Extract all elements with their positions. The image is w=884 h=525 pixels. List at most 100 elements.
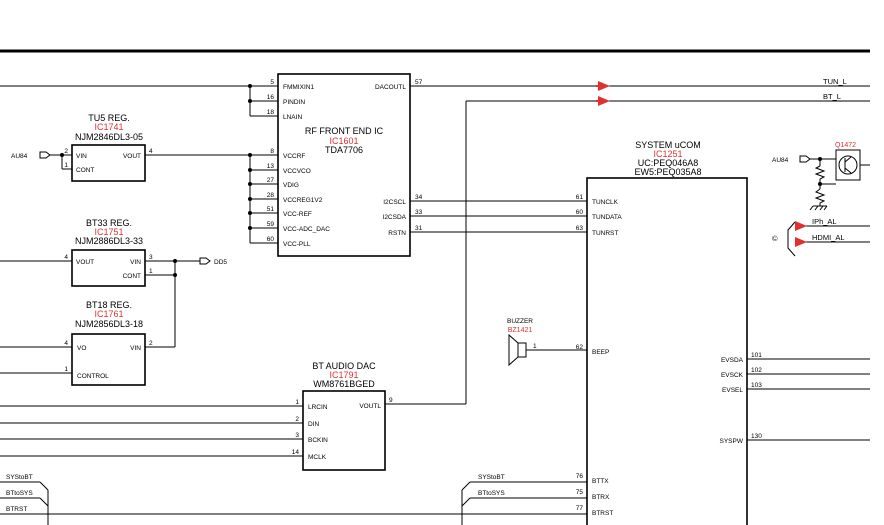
bt33-output-label: DD5 [214, 259, 227, 266]
ucom-pin-num: 61 [576, 194, 584, 201]
bt33-pin-num: 3 [149, 254, 153, 261]
arrow-right-icon [795, 221, 807, 231]
tu5-pin-name: CONT [76, 167, 94, 174]
rf-pin-num: 16 [267, 94, 275, 101]
ucom-part2: EW5:PEQ035A8 [634, 167, 701, 177]
bt33-part: NJM2886DL3-33 [75, 236, 143, 246]
dac-pin-name: BCKIN [308, 437, 328, 444]
rf-pin-num: 51 [267, 206, 275, 213]
dac-pin-num: 2 [295, 416, 299, 423]
bt18-body [71, 333, 146, 386]
bt18-regulator: BT18 REG. IC1761 NJM2856DL3-18 4 2 1 VO … [0, 300, 175, 386]
bt33-pin-num: 4 [64, 254, 68, 261]
ucom-pin-name: BEEP [592, 349, 609, 356]
rf-pin-num: 28 [267, 192, 275, 199]
transistor-circuit: AU84 Q1472 [772, 142, 870, 211]
rf-pin-name: I2CSDA [383, 214, 407, 221]
rf-pin-name: VCCRF [283, 153, 305, 160]
tu5-pin-name: VIN [76, 153, 87, 160]
arrow-right-icon [795, 237, 807, 247]
rf-pin-num: 18 [267, 109, 275, 116]
ucom-pin-num: 62 [576, 344, 584, 351]
output-signals: TUN_L BT_L [465, 77, 870, 404]
tu5-pin-num: 2 [64, 148, 68, 155]
bt18-pin-name: VIN [130, 345, 141, 352]
tu5-title: TU5 REG. [88, 113, 130, 123]
bt18-pin-num: 4 [64, 340, 68, 347]
rf-pin-name: VCC-ADC_DAC [283, 226, 330, 233]
dac-pin-num: 9 [389, 397, 393, 404]
rf-pin-num: 34 [415, 194, 423, 201]
buzzer-icon [517, 342, 527, 358]
connector-symbol: © [772, 234, 778, 243]
ucom-pin-name: SYSPW [720, 438, 744, 445]
transistor-supply-label: AU84 [772, 157, 789, 164]
rf-pin-name: I2CSCL [383, 199, 406, 206]
bt18-pin-num: 1 [64, 366, 68, 373]
buzzer-title: BUZZER [507, 318, 533, 325]
bt18-pin-num: 2 [149, 340, 153, 347]
rf-ic-ref: IC1601 [329, 136, 358, 146]
arrow-right-icon [598, 96, 610, 106]
ucom-pin-num: 76 [576, 473, 584, 480]
bt18-ref: IC1761 [94, 309, 123, 319]
bt18-title: BT18 REG. [86, 300, 132, 310]
rf-ic-body [277, 73, 411, 257]
tu5-regulator: TU5 REG. IC1741 NJM2846DL3-05 AU84 2 1 4… [11, 113, 153, 182]
rf-pin-name: VDIG [283, 182, 299, 189]
bt33-pin-name: VIN [130, 259, 141, 266]
bt33-title: BT33 REG. [86, 218, 132, 228]
rf-pin-name: VCCREG1V2 [283, 197, 323, 204]
ucom-pin-name: EVSEL [722, 387, 743, 394]
tu5-pin-num: 1 [64, 162, 68, 169]
rf-pin-num: 5 [270, 79, 274, 86]
rf-pin-num: 60 [267, 236, 275, 243]
ucom-pin-num: 77 [576, 505, 584, 512]
buzzer-pin-num: 1 [533, 343, 537, 350]
dac-pin-name: VOUTL [359, 403, 381, 410]
transistor-ref: Q1472 [835, 142, 856, 149]
rf-pin-num: 13 [267, 163, 275, 170]
rf-ic-part: TDA7706 [325, 145, 363, 155]
ucom-part1: UC:PEQ046A8 [638, 158, 699, 168]
bt-signal-mid: SYStoBT [478, 474, 505, 481]
rf-pin-num: 31 [415, 225, 423, 232]
bt18-part: NJM2856DL3-18 [75, 319, 143, 329]
ucom-pin-name: BTRX [592, 494, 610, 501]
rf-pin-name: DACOUTL [375, 84, 406, 91]
bt33-ref: IC1751 [94, 227, 123, 237]
rf-pin-name: VCCVCO [283, 168, 311, 175]
ucom-pin-num: 102 [751, 367, 762, 374]
rf-pin-num: 33 [415, 209, 423, 216]
ucom-pin-num: 63 [576, 225, 584, 232]
bt-signal-left: SYStoBT [6, 474, 33, 481]
ucom-pin-num: 60 [576, 209, 584, 216]
rf-pin-name: FMMIXIN1 [283, 84, 314, 91]
dac-body [302, 390, 386, 471]
buzzer: BUZZER BZ1421 1 [507, 318, 587, 367]
tu5-body [71, 144, 146, 182]
bt33-pin-num: 1 [149, 268, 153, 275]
ucom-body [586, 177, 748, 525]
bt-signal-left: BTtoSYS [6, 490, 33, 497]
rf-pin-num: 59 [267, 221, 275, 228]
rf-pin-name: PINDIN [283, 99, 305, 106]
bt33-pin-name: CONT [123, 273, 141, 280]
ucom-pin-name: TUNCLK [592, 199, 619, 206]
signal-bt-l: BT_L [823, 92, 841, 101]
dac-pin-name: LRCIN [308, 404, 328, 411]
arrow-right-icon [598, 81, 610, 91]
bt33-body [71, 249, 146, 287]
tu5-pin-num: 4 [149, 148, 153, 155]
rf-pin-name: VCC-REF [283, 211, 312, 218]
dac-pin-name: MCLK [308, 454, 327, 461]
ucom-pin-num: 130 [751, 433, 762, 440]
transistor-body [835, 149, 861, 181]
rf-pin-name: RSTN [388, 230, 406, 237]
dac-part: WM8761BGED [313, 379, 375, 389]
bt-signal-mid: BTtoSYS [478, 490, 505, 497]
tu5-input-label: AU84 [11, 153, 28, 160]
signal-iph-al: IPh_AL [812, 217, 837, 226]
dac-pin-num: 3 [295, 432, 299, 439]
power-arrow-icon [799, 155, 811, 163]
